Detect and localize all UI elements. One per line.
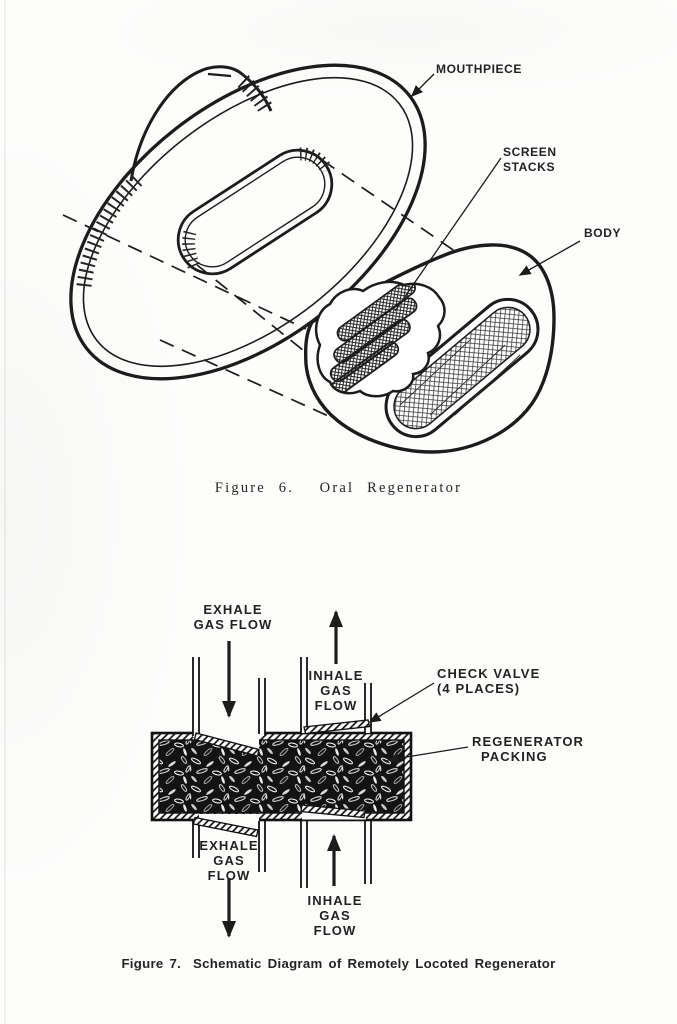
screen-stacks-leader-line: [394, 157, 502, 312]
mouthpiece-label: MOUTHPIECE: [436, 62, 523, 76]
inhale-outlet-pipe: [300, 657, 308, 733]
body-label: BODY: [584, 226, 622, 240]
gas-pipes: [192, 657, 372, 888]
figure6-caption: Figure 6. Oral Regenerator: [214, 480, 463, 496]
front-screen-crosshatch: [393, 306, 531, 430]
check-valve-top-left: [193, 732, 260, 757]
scan-edge-artifact: [4, 0, 6, 1024]
exhale-gas-flow-top-label: EXHALE GAS FLOW: [193, 602, 273, 632]
figure6-drawing: [62, 63, 581, 454]
check-valve-top-right: [303, 719, 371, 735]
body-front-opening: [384, 297, 540, 439]
screen-stacks-cutaway: [314, 280, 446, 398]
top-center-pipe: [258, 678, 266, 736]
figure7-leader-lines: [368, 682, 469, 764]
body-drawing: [303, 243, 556, 454]
flow-arrows: [222, 610, 343, 938]
bite-block-outline: [129, 65, 273, 182]
inhale-gas-flow-bottom-label: INHALE GAS FLOW: [307, 893, 363, 938]
mouthpiece-opening: [176, 147, 334, 276]
screen-stacks-label: SCREEN STACKS: [503, 145, 557, 174]
mouthpiece-leader-line: [410, 73, 435, 98]
regenerator-packing-texture: [158, 739, 405, 814]
figure6-leader-lines: [394, 73, 581, 312]
bottom-center-pipe: [258, 821, 266, 872]
regenerator-packing-leader-line: [386, 746, 469, 764]
regenerator-vessel: [150, 731, 413, 822]
screen-stack-layers: [326, 281, 418, 397]
check-valve-bottom-left: [192, 816, 259, 838]
bottom-right-pipe: [364, 821, 372, 884]
check-valve-leader-line: [368, 682, 435, 723]
check-valve-bottom-right: [300, 804, 366, 819]
exhale-inlet-pipe: [192, 657, 200, 737]
inhale-gas-flow-top-label: INHALE GAS FLOW: [308, 668, 364, 713]
figure7-caption: Figure 7. Schematic Diagram of Remotely …: [121, 956, 556, 971]
check-valves: [192, 719, 371, 838]
check-valve-label: CHECK VALVE (4 PLACES): [437, 666, 541, 696]
exhale-gas-flow-bottom-label: EXHALE GAS FLOW: [199, 838, 259, 883]
inhale-inlet-pipe: [300, 821, 308, 888]
regenerator-packing-label: REGENERATOR PACKING: [472, 734, 585, 764]
exhale-outlet-pipe: [192, 821, 200, 858]
body-leader-line: [518, 240, 581, 276]
figure7-drawing: [150, 610, 469, 938]
